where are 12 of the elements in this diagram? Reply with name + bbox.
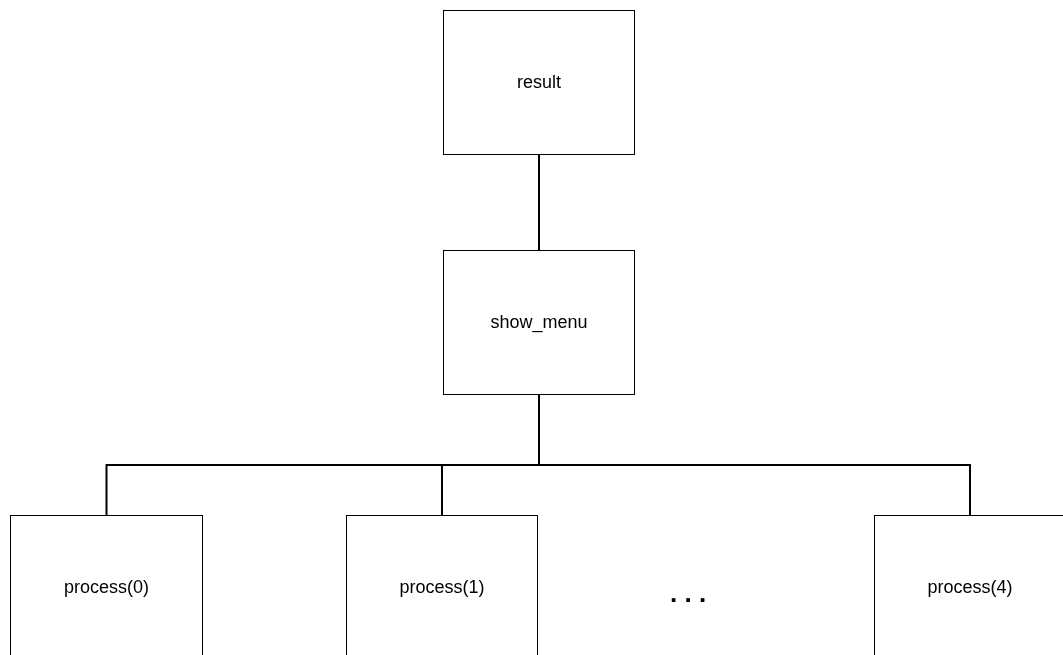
box-label: process(1) [399,576,485,599]
box-label: process(0) [64,576,149,599]
process-box [346,515,538,655]
process-box [10,515,203,655]
box-label: process(4) [927,576,1013,599]
box-label: show_menu [490,311,588,335]
process-box [443,10,635,155]
connector-line [538,154,540,251]
ellipsis-label: . . . [670,577,707,610]
process-box [874,515,1063,655]
process-box [443,250,635,395]
box-label: result [517,71,561,94]
